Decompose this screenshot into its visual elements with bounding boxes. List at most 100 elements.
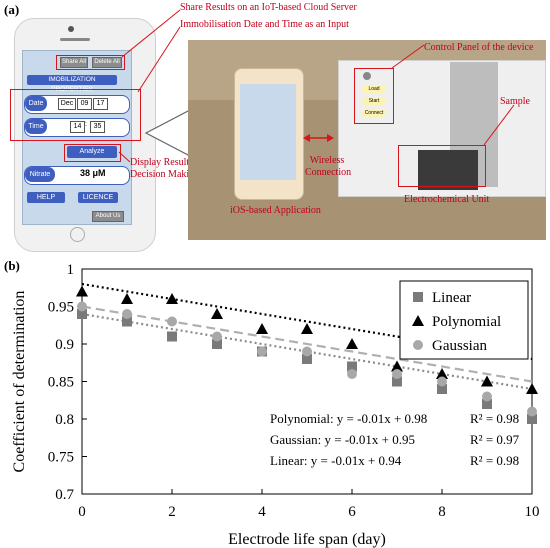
linear-point xyxy=(167,331,177,342)
speaker-icon xyxy=(60,38,90,41)
photo-callout-lines xyxy=(303,44,515,146)
callout-immobilisation: Immobilisation Date and Time as an Input xyxy=(180,19,349,30)
gaussian-point xyxy=(437,376,447,387)
legend-label-polynomial: Polynomial xyxy=(432,314,501,330)
y-tick-label: 1 xyxy=(67,262,75,278)
linear-point xyxy=(77,309,87,319)
chart-points xyxy=(76,285,538,424)
photo-phone-screen xyxy=(240,84,296,180)
legend-marker-linear xyxy=(413,292,423,302)
immobilisation-highlight xyxy=(10,89,141,141)
x-tick-label: 4 xyxy=(258,504,266,520)
linear-point xyxy=(437,384,447,394)
nitrate-value: 38 μM xyxy=(80,168,106,178)
r-squared-text: R² = 0.98 xyxy=(470,411,519,426)
y-tick-label: 0.95 xyxy=(48,300,74,316)
panel-b-label: (b) xyxy=(4,258,20,273)
sample-electrode xyxy=(418,150,478,190)
gaussian-point xyxy=(77,301,87,312)
equation-text: Polynomial: y = -0.01x + 0.98 xyxy=(270,411,427,426)
callout-electrochemical-unit: Electrochemical Unit xyxy=(404,194,490,205)
licence-button[interactable]: LICENCE xyxy=(78,192,118,203)
x-tick-label: 0 xyxy=(78,504,86,520)
polynomial-point xyxy=(166,293,178,304)
time-minute-field[interactable]: 35 xyxy=(90,121,105,133)
date-year-field[interactable]: 17 xyxy=(93,98,108,110)
power-icon[interactable] xyxy=(363,72,371,80)
linear-point xyxy=(347,361,357,372)
gaussian-point xyxy=(122,309,132,319)
gaussian-point xyxy=(257,346,267,357)
date-month-field[interactable]: Dec xyxy=(58,98,76,110)
polynomial-point xyxy=(76,285,88,297)
analyze-button[interactable]: Analyze xyxy=(67,146,117,158)
gaussian-point xyxy=(347,369,357,379)
callout-control-panel: Control Panel of the device xyxy=(424,42,534,53)
y-axis-label: Coefficient of determination xyxy=(11,291,28,473)
home-button[interactable] xyxy=(70,227,85,242)
y-tick-label: 0.8 xyxy=(55,412,74,428)
linear-point xyxy=(482,399,492,409)
y-tick-label: 0.9 xyxy=(55,337,74,353)
delete-all-button[interactable]: Delete All xyxy=(92,57,122,68)
callout-ios-app: iOS-based Application xyxy=(230,205,321,216)
about-us-button[interactable]: About Us xyxy=(92,211,124,222)
equation-text: Linear: y = -0.01x + 0.94 xyxy=(270,453,402,468)
gaussian-point xyxy=(212,331,222,342)
help-button[interactable]: HELP xyxy=(27,192,65,203)
time-separator: : xyxy=(85,121,87,128)
legend-marker-gaussian xyxy=(413,340,423,350)
callout-display-results: Display Results of Decision Making xyxy=(130,157,204,180)
callout-share-results: Share Results on an IoT-based Cloud Serv… xyxy=(180,2,357,13)
r-squared-text: R² = 0.97 xyxy=(470,432,520,447)
linear-point xyxy=(527,414,537,424)
start-button[interactable]: Start xyxy=(362,97,386,105)
connect-button[interactable]: Connect xyxy=(362,109,386,117)
polynomial-point xyxy=(391,360,403,372)
nitrate-label: Nitrate xyxy=(25,167,55,182)
linear-point xyxy=(392,376,402,387)
linear-point xyxy=(212,339,222,349)
callout-wireless: Wireless Connection xyxy=(305,155,352,178)
legend-label-linear: Linear xyxy=(432,290,471,306)
polynomial-point xyxy=(436,368,448,379)
x-tick-label: 6 xyxy=(348,504,356,520)
r-squared-text: R² = 0.98 xyxy=(470,453,519,468)
polynomial-point xyxy=(256,323,268,334)
x-tick-label: 10 xyxy=(525,504,540,520)
load-button[interactable]: Load xyxy=(362,85,386,93)
sample-highlight xyxy=(398,145,486,187)
share-all-button[interactable]: Share All xyxy=(60,57,88,68)
polynomial-point xyxy=(121,293,133,304)
camera-icon xyxy=(68,26,74,32)
date-label: Date xyxy=(25,96,47,111)
y-tick-label: 0.7 xyxy=(55,487,74,503)
linear-point xyxy=(302,354,312,364)
polynomial-point xyxy=(346,338,358,349)
polynomial-point xyxy=(526,383,538,394)
gaussian-point xyxy=(392,369,402,379)
legend-marker-polynomial xyxy=(412,315,424,326)
equation-text: Gaussian: y = -0.01x + 0.95 xyxy=(270,432,415,447)
gaussian-point xyxy=(527,406,537,417)
time-hour-field[interactable]: 14 xyxy=(70,121,85,133)
linear-point xyxy=(122,316,132,327)
share-highlight xyxy=(56,55,125,70)
x-tick-label: 2 xyxy=(168,504,176,520)
legend-label-gaussian: Gaussian xyxy=(432,338,487,354)
y-tick-label: 0.85 xyxy=(48,375,74,391)
time-label: Time xyxy=(25,119,47,134)
x-axis-label: Electrode life span (day) xyxy=(228,531,386,548)
gaussian-point xyxy=(482,391,492,402)
panel-a-label: (a) xyxy=(4,2,20,17)
polynomial-point xyxy=(301,323,313,334)
control-panel-highlight xyxy=(354,68,394,124)
callout-sample: Sample xyxy=(500,96,530,107)
date-day-field[interactable]: 09 xyxy=(77,98,92,110)
x-tick-label: 8 xyxy=(438,504,446,520)
polynomial-point xyxy=(481,375,493,387)
